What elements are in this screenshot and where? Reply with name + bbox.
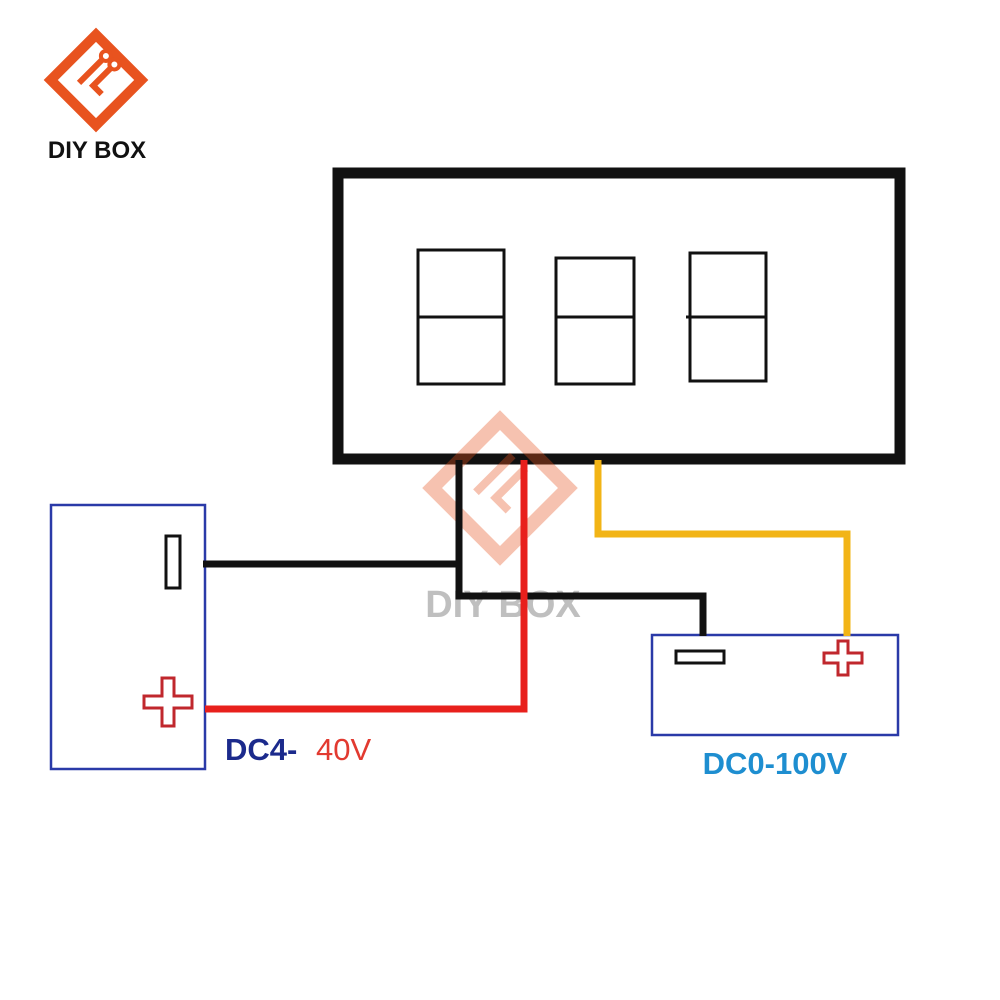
digit-2 bbox=[554, 256, 636, 386]
watermark-text: DIY BOX bbox=[425, 584, 581, 626]
digit-3 bbox=[686, 251, 768, 383]
yellow-wire bbox=[594, 460, 851, 636]
red-wire bbox=[205, 460, 528, 713]
power-supply-label-value: 40V bbox=[316, 732, 371, 767]
power-supply-label-prefix: DC4- bbox=[225, 732, 297, 767]
power-supply-minus-terminal bbox=[164, 534, 182, 590]
black-wire-ground bbox=[455, 560, 707, 636]
power-supply-box bbox=[49, 503, 207, 771]
diy-box-logo-icon bbox=[43, 27, 149, 133]
measured-source-label: DC0-100V bbox=[703, 746, 848, 781]
measured-source-minus-terminal bbox=[674, 649, 726, 665]
brand-name: DIY BOX bbox=[48, 137, 146, 164]
digit-1 bbox=[416, 248, 506, 386]
power-supply-plus-icon bbox=[142, 676, 194, 728]
power-supply-label: DC4- 40V bbox=[225, 732, 371, 767]
watermark-logo-icon bbox=[422, 410, 578, 566]
measured-source-plus-icon bbox=[822, 639, 864, 677]
black-wire bbox=[203, 460, 463, 568]
